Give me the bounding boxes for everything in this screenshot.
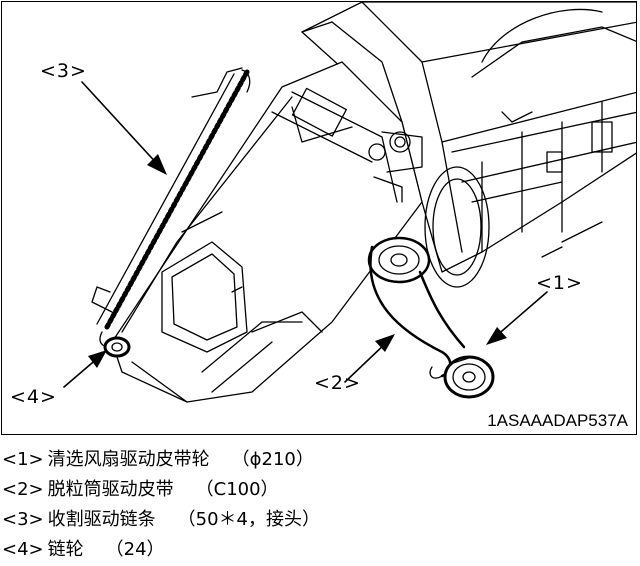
callout-3-label: <3> (40, 60, 87, 82)
legend-note: （50＊4，接头） (177, 509, 320, 530)
callout-2-label: <2> (314, 372, 361, 394)
legend-note: （C100） (195, 479, 279, 500)
legend-item: <1>清选风扇驱动皮带轮 （ϕ210） (2, 445, 638, 475)
diagram-figure: <3> <2> <1> <4> 1ASAAADAP537A (1, 1, 637, 435)
legend-name: 脱粒筒驱动皮带 (47, 479, 174, 500)
sprocket (103, 336, 131, 358)
thresher-frame (301, 2, 636, 288)
legend-item: <2>脱粒筒驱动皮带 （C100） (2, 475, 638, 505)
callout-1-label: <1> (536, 272, 583, 294)
legend-number: <3> (2, 509, 44, 530)
legend-name: 链轮 (47, 539, 84, 560)
callout-4-label: <4> (10, 386, 57, 408)
legend-name: 收割驱动链条 (47, 509, 156, 530)
legend-item: <4>链轮 （24） (2, 535, 638, 565)
legend-note: （24） (105, 539, 165, 560)
machine-drawing (63, 2, 636, 403)
legend-number: <1> (2, 449, 44, 470)
legend-item: <3>收割驱动链条 （50＊4，接头） (2, 505, 638, 535)
arrow-heads (88, 154, 507, 368)
legend-number: <2> (2, 479, 44, 500)
legend: <1>清选风扇驱动皮带轮 （ϕ210） <2>脱粒筒驱动皮带 （C100） <3>收… (2, 445, 638, 565)
figure-code: 1ASAAADAP537A (487, 411, 628, 430)
legend-note: （ϕ210） (231, 449, 314, 470)
legend-name: 清选风扇驱动皮带轮 (47, 449, 210, 470)
fan-pulley (443, 355, 495, 399)
legend-number: <4> (2, 539, 44, 560)
